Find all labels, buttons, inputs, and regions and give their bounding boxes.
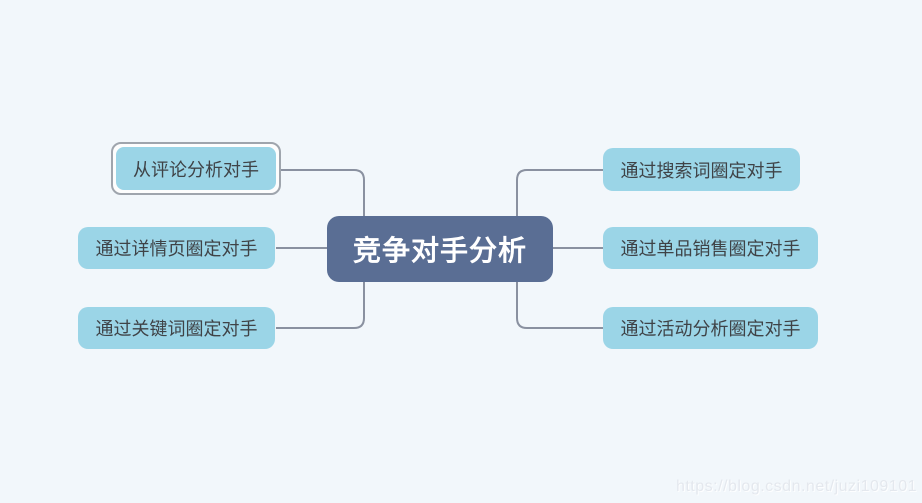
branch-node-activity-analysis[interactable]: 通过活动分析圈定对手 (603, 307, 818, 349)
branch-node-analyze-from-reviews[interactable]: 从评论分析对手 (116, 147, 276, 190)
root-node-competitor-analysis[interactable]: 竞争对手分析 (327, 216, 553, 282)
branch-node-single-product-sales[interactable]: 通过单品销售圈定对手 (603, 227, 818, 269)
branch-node-search-terms[interactable]: 通过搜索词圈定对手 (603, 148, 800, 191)
selected-node-ring: 从评论分析对手 (111, 142, 281, 195)
branch-node-detail-page[interactable]: 通过详情页圈定对手 (78, 227, 275, 269)
watermark: https://blog.csdn.net/juzi109101 (675, 478, 917, 495)
branch-node-keywords[interactable]: 通过关键词圈定对手 (78, 307, 275, 349)
